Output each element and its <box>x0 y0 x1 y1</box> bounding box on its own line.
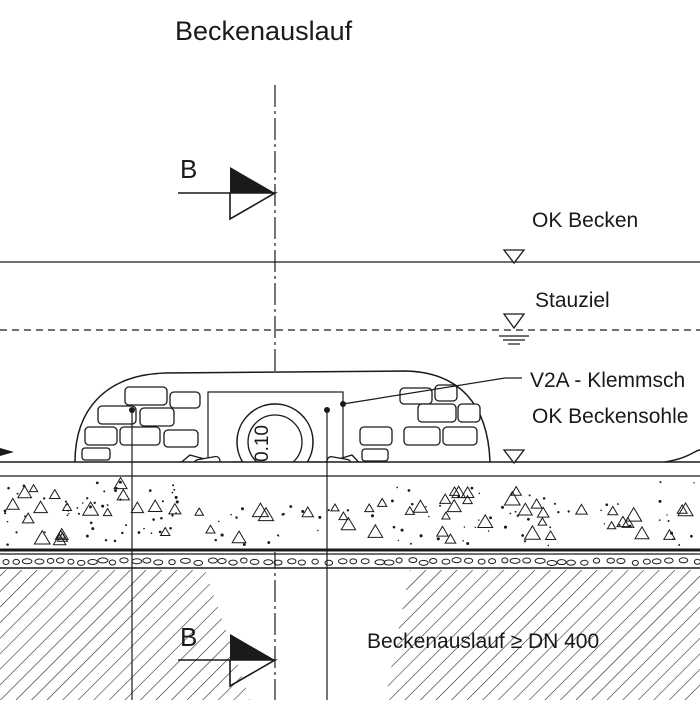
mound-stones-right <box>359 384 481 462</box>
section-arrow-top <box>178 167 278 221</box>
label-ok-becken: OK Becken <box>532 209 639 232</box>
outlet-note: Beckenauslauf ≥ DN 400 <box>367 630 600 653</box>
mound-stones-left <box>81 386 201 461</box>
soil-hatch-left <box>0 570 250 700</box>
ok-beckensohle-marker <box>502 449 526 465</box>
label-ok-beckensohle: OK Beckensohle <box>532 405 689 428</box>
soil-hatch-right <box>385 570 700 700</box>
drawing-title: Beckenauslauf <box>175 16 353 46</box>
label-clamp: V2A - Klemmsch <box>530 369 686 392</box>
flow-arrow <box>0 448 14 456</box>
gravel-layer <box>2 557 700 566</box>
section-label-top: B <box>180 154 198 184</box>
section-label-bottom: B <box>180 622 198 652</box>
ok-becken-marker <box>502 249 526 265</box>
pipe-dimension: 0.10 <box>252 425 273 462</box>
basin-slab <box>0 462 700 552</box>
stauziel-marker <box>499 313 529 345</box>
concrete-aggregate <box>3 476 695 547</box>
outlet-pipe <box>236 403 314 481</box>
clamp-leader <box>342 377 522 405</box>
label-stauziel: Stauziel <box>535 289 610 312</box>
